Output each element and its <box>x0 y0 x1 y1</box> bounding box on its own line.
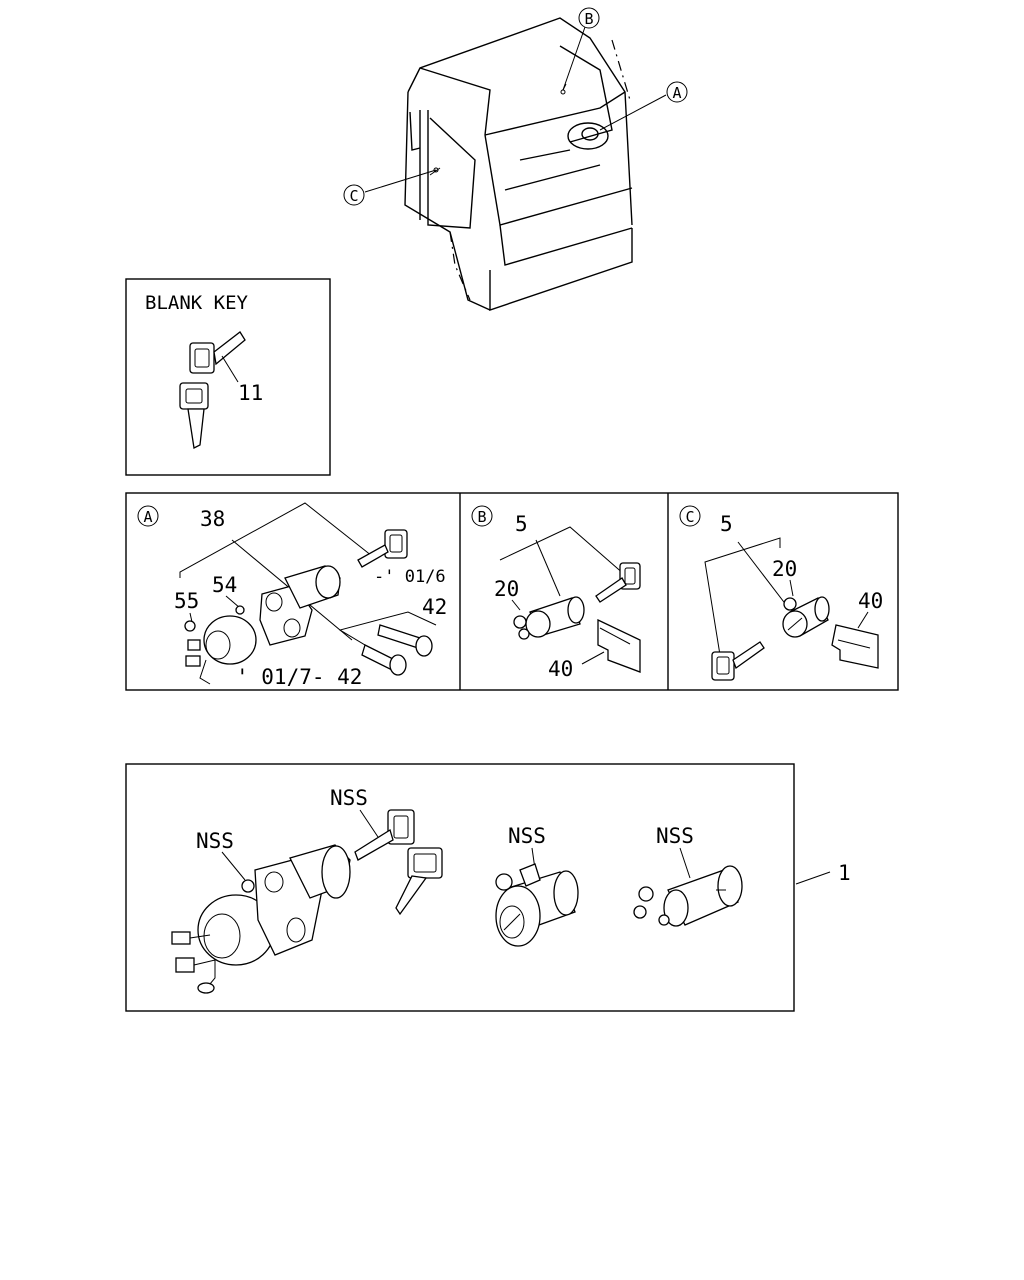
callout-b-label: B <box>584 10 593 28</box>
part-5-b-label: 5 <box>515 512 528 536</box>
kit-key-lower-icon <box>395 847 443 916</box>
nss-ignition-label: NSS <box>196 829 234 853</box>
lock-cylinder-b-icon <box>513 596 585 640</box>
kit-ignition-lock-icon <box>171 844 351 994</box>
part-20-b-label: 20 <box>494 577 519 601</box>
blank-key-lower-icon <box>179 382 209 449</box>
part-38-label: 38 <box>200 507 225 531</box>
kit-key-upper-icon <box>354 809 415 861</box>
callout-b: B <box>562 7 600 91</box>
panel-c-letter: C <box>685 508 694 526</box>
steering-lock-housing-icon <box>259 565 341 646</box>
part-20-c-label: 20 <box>772 557 797 581</box>
blank-key-title: BLANK KEY <box>145 292 249 314</box>
bolt-lower-icon <box>361 644 407 676</box>
nss-cylinder-c-label: NSS <box>656 824 694 848</box>
panel-a-letter: A <box>143 508 152 526</box>
bolt-upper-icon <box>377 624 433 657</box>
panel-c: C 5 20 40 <box>679 505 883 681</box>
lock-cylinder-c-icon <box>782 596 830 638</box>
detail-panels-frame <box>125 492 899 691</box>
kit-cylinder-c-icon <box>633 865 743 927</box>
panel-a: A 38 54 55 42 -' 01/6 ' 01/7- 42 <box>137 502 447 689</box>
callout-a: A <box>599 81 688 131</box>
key-a-icon <box>357 529 408 568</box>
nss-keys-label: NSS <box>330 786 368 810</box>
callout-c-label: C <box>349 187 358 205</box>
panel-b-letter: B <box>477 508 486 526</box>
blank-key-box: BLANK KEY 11 <box>125 278 331 476</box>
retainer-clip-b-icon <box>597 618 641 673</box>
retainer-clip-c-icon <box>831 624 879 669</box>
note-from-label: ' 01/7- 42 <box>236 665 362 689</box>
note-upto-label: -' 01/6 <box>374 567 446 587</box>
ignition-switch-icon <box>184 605 257 685</box>
blank-key-upper-icon <box>189 331 246 374</box>
part-42-top-label: 42 <box>422 595 447 619</box>
callout-c: C <box>343 169 437 206</box>
part-1-label: 1 <box>838 861 851 885</box>
kit-cylinder-b-icon <box>495 863 579 947</box>
part-5-c-label: 5 <box>720 512 733 536</box>
part-55-label: 55 <box>174 589 199 613</box>
lock-kit-box: NSS NSS NSS NSS <box>125 763 851 1012</box>
part-40-b-label: 40 <box>548 657 573 681</box>
key-b-icon <box>595 562 641 603</box>
nss-cylinder-b-label: NSS <box>508 824 546 848</box>
part-40-c-label: 40 <box>858 589 883 613</box>
truck-cab-illustration <box>404 17 633 311</box>
panel-b: B 5 20 40 <box>471 505 641 681</box>
part-11-label: 11 <box>238 381 263 405</box>
part-54-label: 54 <box>212 573 237 597</box>
callout-a-label: A <box>672 84 681 102</box>
key-c-icon <box>711 641 765 681</box>
